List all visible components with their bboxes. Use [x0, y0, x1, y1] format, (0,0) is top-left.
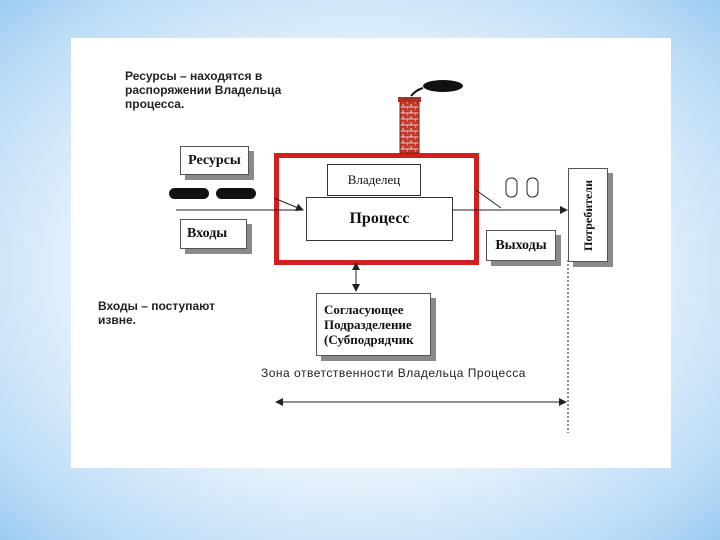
output-token-icon [505, 177, 539, 198]
chimney-icon [398, 97, 421, 154]
resources-box: Ресурсы [180, 146, 249, 175]
inputs-box: Входы [180, 219, 247, 249]
owner-box: Владелец [327, 164, 421, 196]
subcontractor-box: Согласующее Подразделение (Субподрядчик [316, 293, 431, 356]
process-boundary [274, 153, 479, 265]
slide: Ресурсы – находятся в распоряжении Владе… [71, 38, 671, 468]
outputs-box: Выходы [486, 230, 556, 261]
input-token-icon [169, 188, 209, 199]
consumers-box: Потребители [568, 168, 608, 262]
input-token-icon [216, 188, 256, 199]
inputs-note: Входы – поступают извне. [98, 299, 215, 327]
process-box: Процесс [306, 197, 453, 241]
responsibility-zone-label: Зона ответственности Владельца Процесса [261, 366, 526, 380]
smoke-icon [423, 80, 463, 92]
resources-note: Ресурсы – находятся в распоряжении Владе… [125, 69, 282, 111]
diagram-graphics [169, 80, 569, 433]
